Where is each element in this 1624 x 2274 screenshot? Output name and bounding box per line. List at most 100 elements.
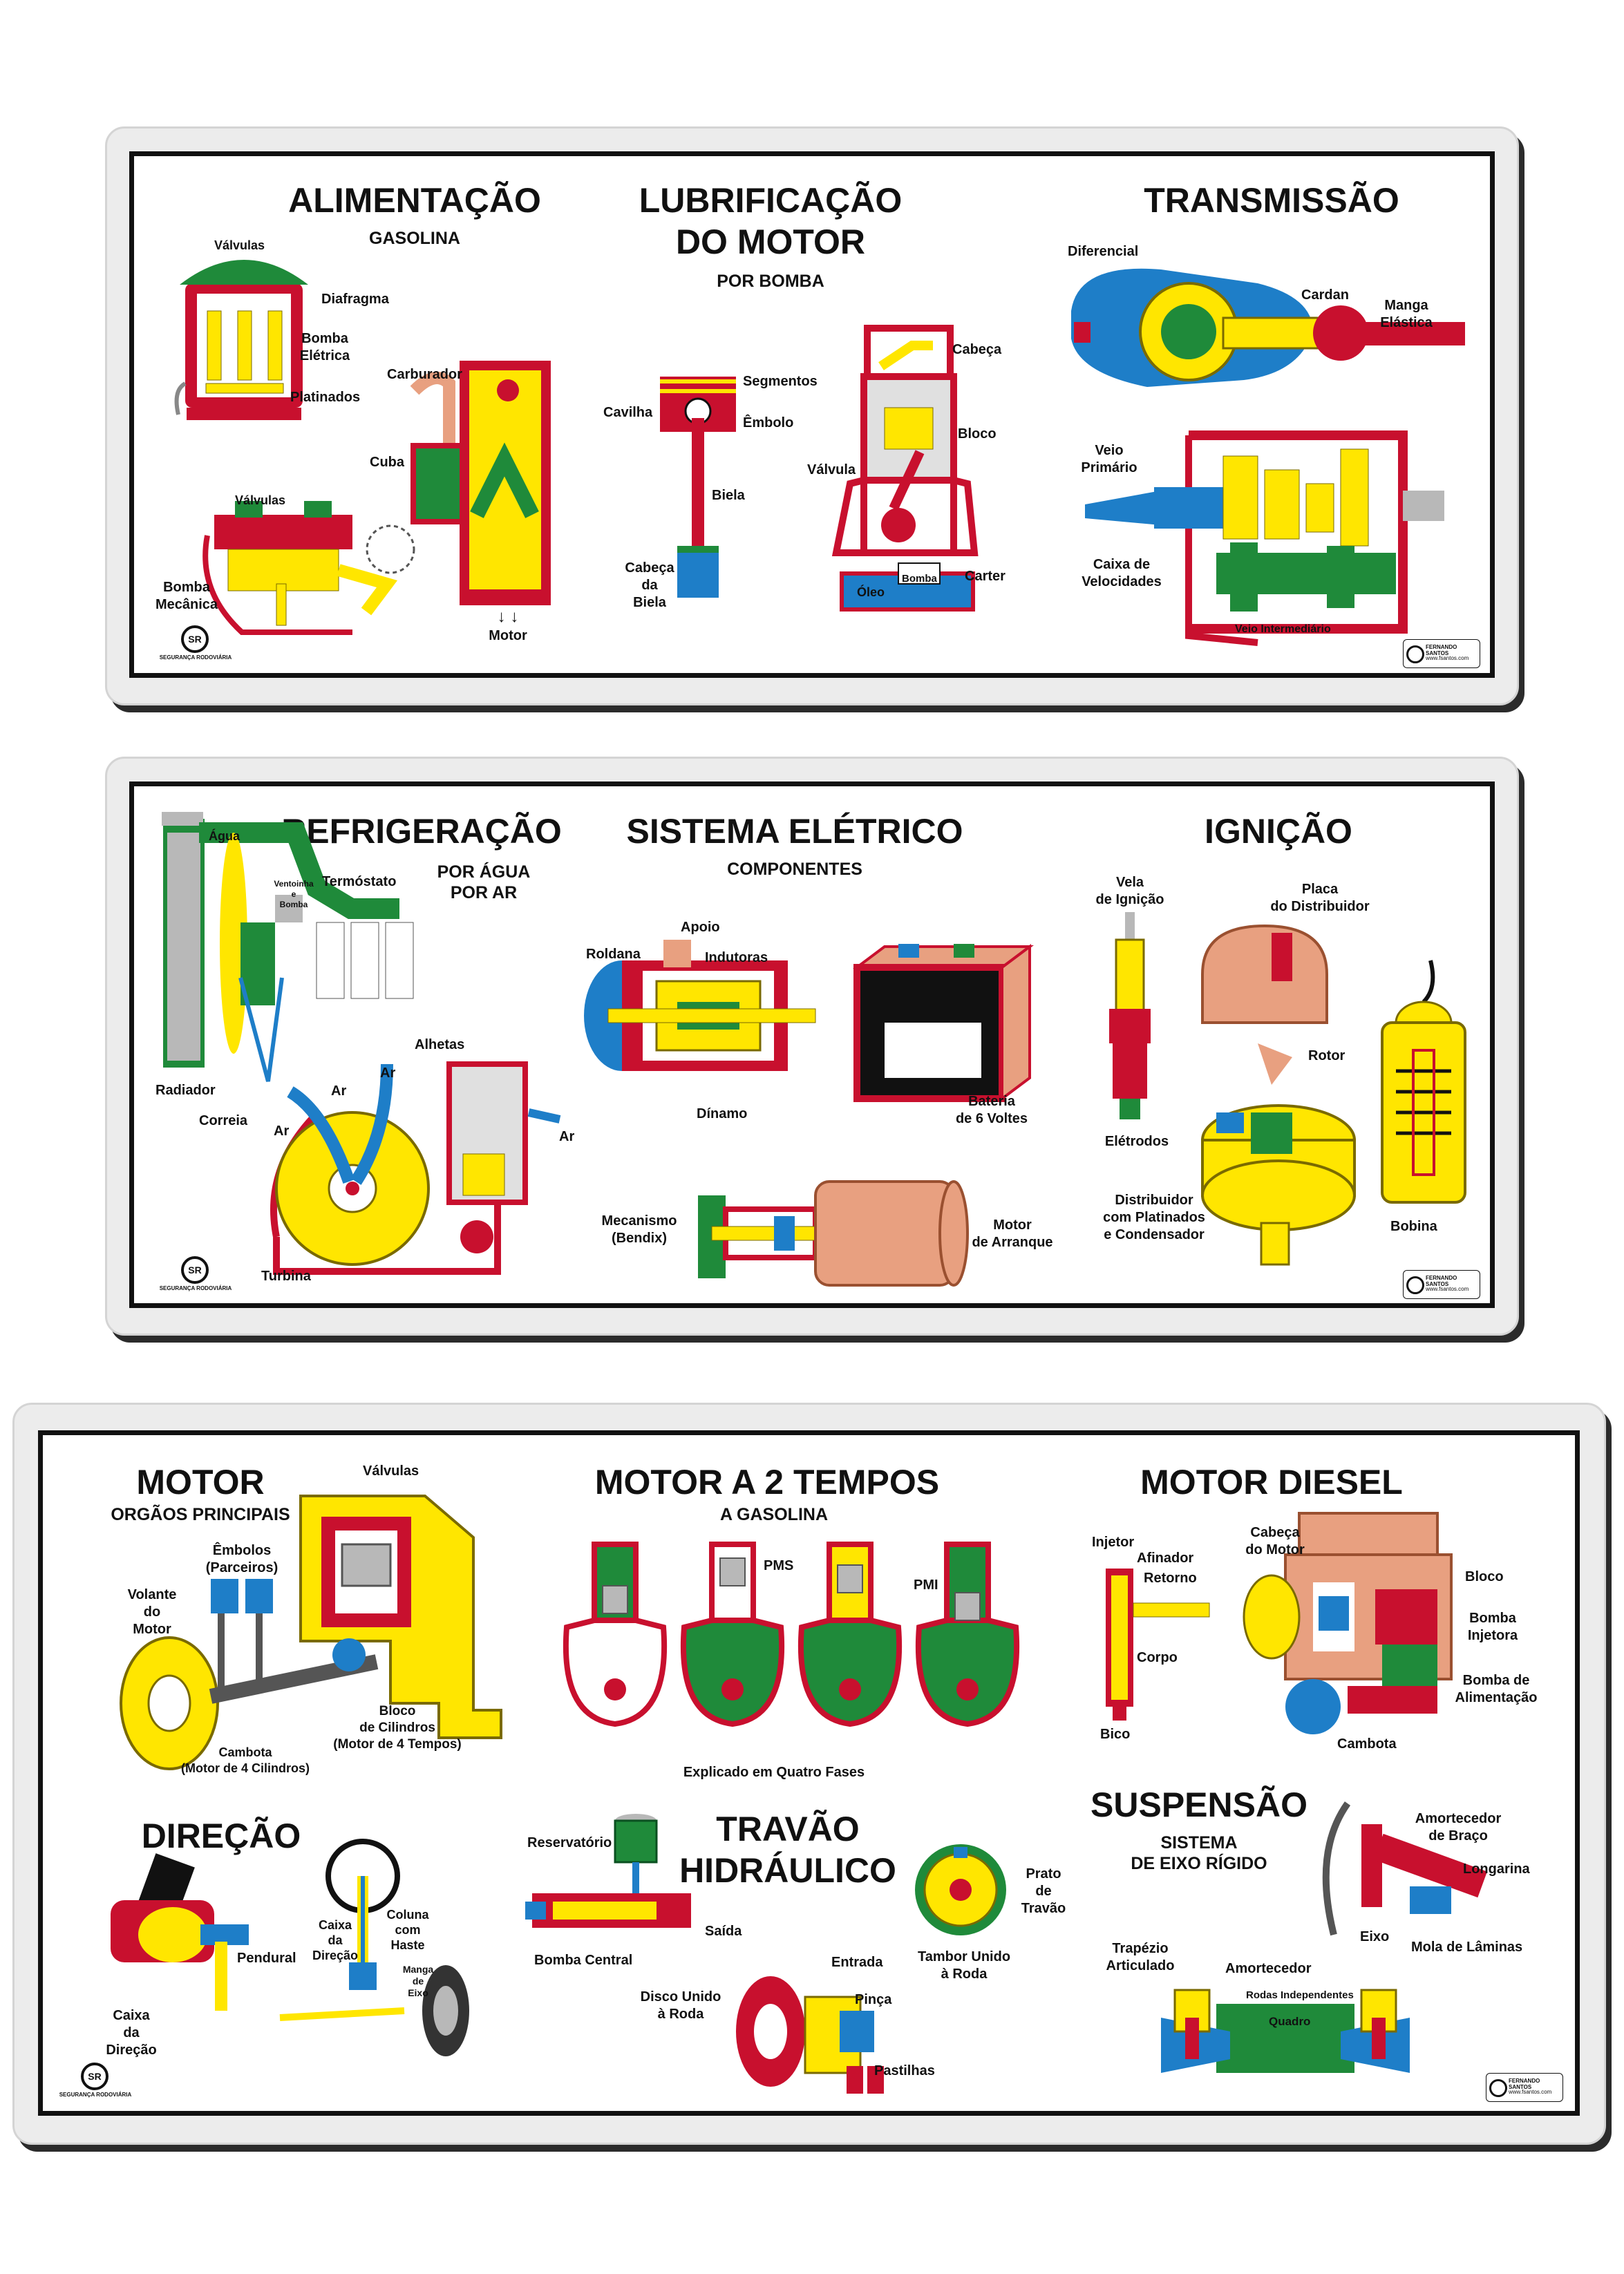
label-turbina: Turbina	[261, 1269, 311, 1284]
fernando-gear-icon	[1406, 1276, 1424, 1294]
label-diafragma: Diafragma	[321, 292, 389, 307]
disc-brake-figure	[736, 1976, 884, 2094]
label-caixa-da-direcao-1: Caixa da Direção	[106, 2008, 157, 2058]
label-carburador: Carburador	[387, 367, 462, 382]
label-roldana: Roldana	[586, 947, 641, 962]
label-tambor-unido-a-roda: Tambor Unido à Roda	[917, 1949, 1011, 1982]
label-rodas-independentes: Rodas Independentes	[1246, 1989, 1354, 2001]
label-dinamo: Dínamo	[697, 1106, 748, 1121]
label-veio-primario: Veio Primário	[1081, 443, 1137, 475]
drum-brake-figure	[915, 1844, 1006, 1935]
ignition-coil-figure	[1381, 960, 1466, 1204]
two-stroke-phases-figure	[563, 1542, 1020, 1727]
label-afinador: Afinador	[1137, 1551, 1194, 1566]
label-trapezio-articulado: Trapézio Articulado	[1106, 1941, 1175, 1973]
label-correia: Correia	[199, 1113, 248, 1128]
seguranca-circle-icon: SR	[81, 2063, 108, 2090]
label-cavilha: Cavilha	[603, 405, 653, 420]
subtitle-orgaos-principais: ORGÃOS PRINCIPAIS	[111, 1505, 290, 1524]
distributor-figure	[1201, 924, 1356, 1266]
steering-box-figure	[111, 1853, 249, 2011]
label-amortecedor-de-braco: Amortecedor de Braço	[1415, 1811, 1502, 1844]
title-suspensao: SUSPENSÃO	[1090, 1785, 1307, 1824]
rigid-axle-figure	[1322, 1801, 1488, 1936]
label-manga-elastica: Manga Elástica	[1380, 298, 1433, 330]
label-carter: Carter	[965, 569, 1005, 584]
title-sistema-eletrico: SISTEMA ELÉTRICO	[626, 812, 963, 851]
fernando-url: www.fsantos.com	[1426, 1286, 1469, 1292]
seguranca-rodoviaria-logo-3: SR SEGURANÇA RODOVIÁRIA	[57, 2063, 133, 2104]
label-embolo: Êmbolo	[743, 415, 794, 430]
label-ar-2: Ar	[331, 1083, 347, 1099]
starter-motor-figure	[698, 1180, 969, 1287]
label-valvulas-2: Válvulas	[235, 493, 286, 507]
label-bateria: Bateria de 6 Voltes	[955, 1094, 1028, 1126]
label-cambota-4-cil: Cambota (Motor de 4 Cilindros)	[181, 1745, 310, 1775]
label-motor-de-arranque: Motor de Arranque	[972, 1217, 1053, 1250]
label-injetor: Injetor	[1092, 1535, 1135, 1550]
seguranca-text: SEGURANÇA RODOVIÁRIA	[159, 654, 232, 661]
water-cooling-figure	[162, 812, 414, 1082]
seguranca-text: SEGURANÇA RODOVIÁRIA	[59, 2092, 132, 2098]
label-motor-1: Motor	[489, 628, 527, 643]
label-cuba: Cuba	[370, 455, 404, 470]
seguranca-text: SEGURANÇA RODOVIÁRIA	[159, 1285, 232, 1291]
label-valvula: Válvula	[807, 462, 856, 477]
subtitle-eixo-rigido: SISTEMA DE EIXO RÍGIDO	[1131, 1833, 1267, 1873]
label-vela-de-ignicao: Vela de Ignição	[1095, 875, 1164, 907]
label-pms: PMS	[764, 1558, 794, 1573]
title-ignicao: IGNIÇÃO	[1205, 812, 1352, 851]
label-cabeca: Cabeça	[952, 342, 1002, 357]
phase-2	[680, 1542, 785, 1727]
label-ventoinha-e-bomba: Ventoinha e Bomba	[274, 879, 314, 909]
label-veio-intermediario: Veio Intermediário	[1235, 623, 1331, 635]
label-longarina: Longarina	[1463, 1861, 1530, 1877]
label-bomba-de-alimentacao: Bomba de Alimentação	[1455, 1673, 1538, 1705]
label-caixa-de-velocidades: Caixa de Velocidades	[1082, 557, 1162, 589]
title-motor-diesel: MOTOR DIESEL	[1140, 1463, 1403, 1501]
label-retorno: Retorno	[1144, 1571, 1197, 1586]
label-bomba-oleo: Bomba	[902, 573, 937, 585]
subtitle-componentes: COMPONENTES	[727, 860, 862, 879]
piston-con-rod-figure	[660, 377, 736, 598]
label-ar-1: Ar	[380, 1065, 396, 1081]
title-alimentacao: ALIMENTAÇÃO	[288, 181, 541, 220]
label-distribuidor: Distribuidor com Platinados e Condensado…	[1103, 1193, 1205, 1242]
fernando-santos-logo-3: FERNANDO SANTOS www.fsantos.com	[1486, 2073, 1563, 2102]
steering-column-figure	[279, 1839, 469, 2056]
independent-suspension-figure	[1161, 1989, 1410, 2073]
battery-figure	[853, 944, 1034, 1102]
label-bico: Bico	[1100, 1727, 1131, 1742]
label-eletrodos: Elétrodos	[1104, 1134, 1169, 1149]
fernando-gear-icon	[1406, 645, 1424, 663]
label-diferencial: Diferencial	[1068, 244, 1139, 259]
title-refrigeracao: REFRIGERAÇÃO	[281, 812, 562, 851]
label-mola-de-laminas: Mola de Lâminas	[1411, 1940, 1523, 1955]
board-1	[105, 126, 1519, 705]
fernando-name: FERNANDO SANTOS	[1509, 2078, 1540, 2090]
differential-cardan-figure	[1071, 268, 1465, 387]
label-cabeca-do-motor: Cabeça do Motor	[1245, 1525, 1305, 1557]
diesel-engine-figure	[1243, 1512, 1453, 1734]
label-bloco: Bloco	[958, 426, 997, 442]
fernando-name: FERNANDO SANTOS	[1426, 1275, 1457, 1287]
fernando-santos-logo-1: FERNANDO SANTOS www.fsantos.com	[1403, 639, 1480, 668]
air-cooling-figure	[270, 1061, 561, 1275]
arrow-down-icon: ↓ ↓	[497, 607, 519, 626]
label-bomba-injetora: Bomba Injetora	[1467, 1611, 1518, 1643]
engine-parts-figure	[120, 1495, 502, 1770]
label-radiador: Radiador	[155, 1083, 216, 1098]
label-quadro: Quadro	[1269, 2015, 1311, 2028]
lubrication-engine-figure	[831, 325, 979, 612]
subtitle-a-gasolina: A GASOLINA	[719, 1505, 829, 1524]
label-caixa-da-direcao-2: Caixa da Direção	[312, 1918, 359, 1962]
label-bloco-diesel: Bloco	[1465, 1569, 1504, 1584]
label-rotor: Rotor	[1308, 1048, 1346, 1063]
label-prato-de-travao: Prato de Travão	[1021, 1866, 1066, 1916]
label-entrada: Entrada	[831, 1955, 883, 1970]
label-valvulas-1: Válvulas	[214, 238, 265, 252]
label-ar-3: Ar	[274, 1124, 290, 1139]
label-oleo: Óleo	[857, 585, 885, 599]
label-segmentos: Segmentos	[743, 374, 818, 389]
label-mecanismo-bendix: Mecanismo (Bendix)	[601, 1213, 677, 1246]
